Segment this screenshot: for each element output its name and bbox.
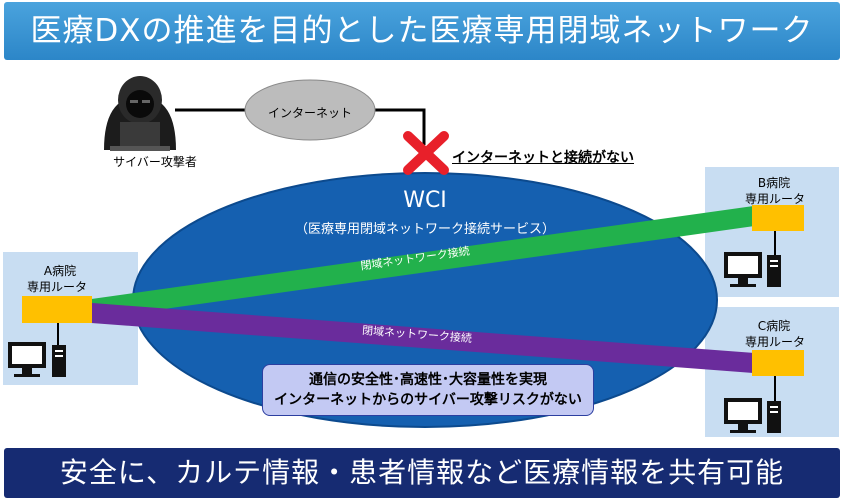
info-box: 通信の安全性･高速性･大容量性を実現 インターネットからのサイバー攻撃リスクがな… — [262, 364, 594, 416]
hacker-icon — [104, 76, 176, 151]
hospital-a-name: A病院 — [43, 264, 77, 278]
hospital-a-router-label: 専用ルータ — [26, 280, 87, 294]
router-icon-a — [22, 296, 92, 323]
hospital-b-name: B病院 — [757, 176, 791, 190]
purple-tunnel — [82, 303, 764, 373]
computer-icon-b — [724, 252, 781, 287]
hospital-b-router-label: 専用ルータ — [744, 192, 805, 206]
wci-title: WCI — [403, 188, 447, 213]
hospital-c-router-label: 専用ルータ — [744, 335, 805, 349]
wci-subtitle: （医療専用閉域ネットワーク接続サービス） — [294, 222, 555, 237]
no-connection-label: インターネットと接続がない — [452, 150, 634, 166]
internet-link-line — [372, 108, 426, 145]
page-title: 医療DXの推進を目的とした医療専用閉域ネットワーク — [4, 2, 840, 60]
cross-icon — [403, 131, 449, 175]
info-line-1: 通信の安全性･高速性･大容量性を実現 — [309, 372, 547, 388]
computer-icon-a — [8, 342, 66, 377]
hacker-label: サイバー攻撃者 — [113, 155, 197, 169]
green-tunnel — [82, 206, 764, 319]
footer-banner: 安全に、カルテ情報・患者情報など医療情報を共有可能 — [4, 448, 840, 498]
hospital-c-name: C病院 — [757, 319, 791, 333]
info-line-2: インターネットからのサイバー攻撃リスクがない — [274, 392, 582, 408]
router-icon-b — [752, 205, 804, 231]
internet-cloud-icon — [244, 79, 376, 141]
router-icon-c — [752, 350, 804, 376]
computer-icon-c — [724, 398, 781, 433]
internet-label: インターネット — [267, 106, 352, 120]
